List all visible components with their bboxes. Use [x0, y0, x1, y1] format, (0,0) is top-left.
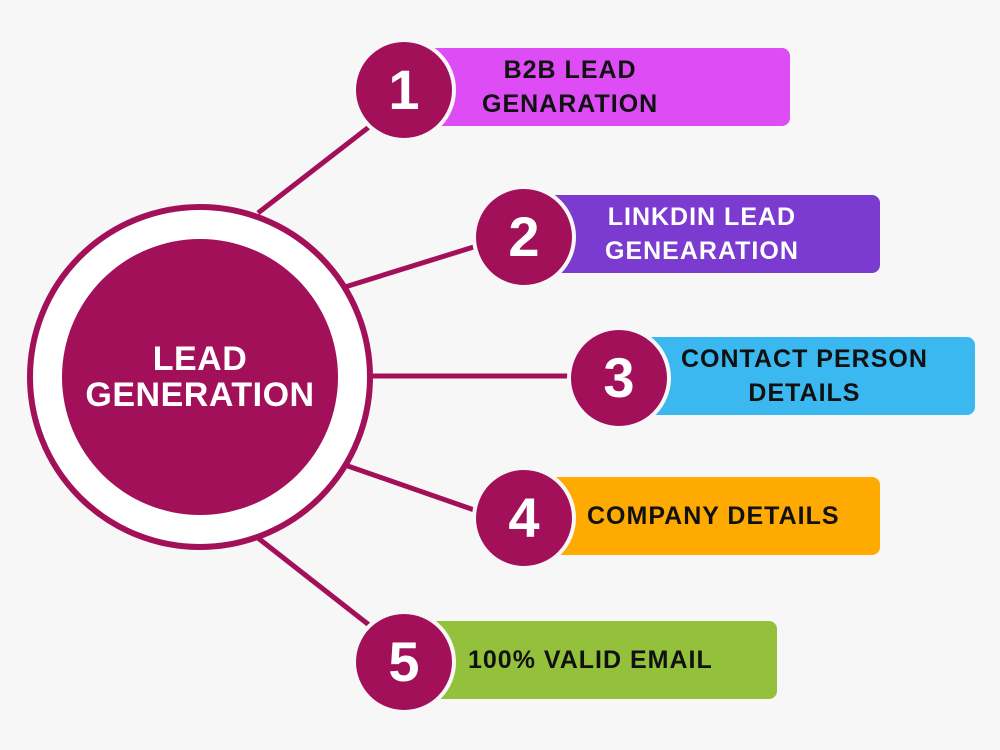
connector-line-2: [344, 242, 481, 290]
item-bar-5: 100% VALID EMAIL: [410, 621, 777, 699]
item-label-5: 100% VALID EMAIL: [468, 643, 713, 677]
item-number-2: 2: [508, 205, 540, 268]
item-label-4: COMPANY DETAILS: [587, 499, 840, 533]
hub-title-line-1: LEAD: [152, 340, 248, 378]
item-label-3-line-1: CONTACT PERSON: [681, 345, 928, 373]
item-label-2-line-2: GENEARATION: [605, 237, 799, 265]
connector-line-4: [344, 462, 481, 515]
item-label-3: CONTACT PERSON DETAILS: [681, 342, 928, 410]
item-label-2-line-1: LINKDIN LEAD: [607, 203, 797, 231]
item-number-circle-5: 5: [352, 610, 456, 714]
item-label-1: B2B LEAD GENARATION: [482, 53, 658, 121]
item-number-3: 3: [603, 346, 635, 409]
item-number-circle-1: 1: [352, 38, 456, 142]
item-bar-4: COMPANY DETAILS: [525, 477, 880, 555]
item-bar-1: B2B LEAD GENARATION: [410, 48, 790, 126]
item-label-2: LINKDIN LEAD GENEARATION: [605, 200, 799, 268]
hub-title: LEAD GENERATION: [75, 341, 325, 413]
item-number-1: 1: [388, 58, 420, 121]
item-label-3-line-2: DETAILS: [748, 379, 861, 407]
item-label-1-line-2: GENARATION: [482, 90, 659, 118]
item-bar-2: LINKDIN LEAD GENEARATION: [525, 195, 880, 273]
item-label-4-line-1: COMPANY DETAILS: [587, 502, 840, 530]
hub-title-line-2: GENERATION: [85, 376, 315, 414]
item-number-4: 4: [508, 486, 540, 549]
item-label-5-line-1: 100% VALID EMAIL: [468, 646, 713, 674]
item-number-circle-3: 3: [567, 326, 671, 430]
connector-line-5: [256, 536, 380, 634]
item-number-circle-4: 4: [472, 466, 576, 570]
hub-circle: LEAD GENERATION: [62, 239, 338, 515]
item-label-1-line-1: B2B LEAD: [503, 56, 637, 84]
item-number-circle-2: 2: [472, 185, 576, 289]
connector-line-1: [256, 118, 380, 215]
item-bar-3: CONTACT PERSON DETAILS: [615, 337, 975, 415]
item-number-5: 5: [388, 630, 420, 693]
